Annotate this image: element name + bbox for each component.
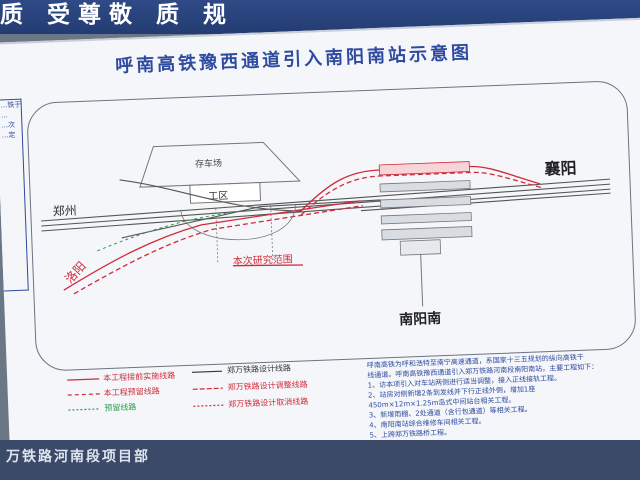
- footer-organization: 万铁路河南段项目部: [6, 449, 150, 465]
- station-platforms: [378, 161, 473, 307]
- project-notes: 呼南高铁为呼和浩特至南宁高速通道，系国家十三五规划的纵向高铁干 线通道。呼南高铁…: [367, 350, 640, 440]
- label-work-area: 工区: [208, 190, 229, 203]
- station-building: [399, 239, 442, 256]
- yard-curve: [180, 205, 297, 241]
- legend-samples: [67, 370, 224, 411]
- legend-item: 本工程预留线路: [103, 386, 160, 398]
- label-nanyangnan: 南阳南: [398, 310, 442, 329]
- station-leader-line: [420, 254, 424, 307]
- diagram-board: 呼南高铁豫西通道引入南阳南站示意图 ...铁于 ... ...次 ...定: [0, 17, 640, 465]
- bottom-banner: [0, 440, 640, 480]
- mainline-tracks: [41, 178, 611, 239]
- green-reserved-line: [97, 210, 241, 252]
- label-storage-yard: 存车场: [194, 159, 223, 171]
- legend-item: 预留线路: [104, 402, 137, 413]
- label-study-scope: 本次研究范围: [232, 254, 294, 268]
- label-zhengzhou: 郑州: [52, 203, 78, 219]
- study-boundary-lines: [215, 206, 274, 263]
- diagram-frame: [27, 81, 636, 371]
- label-xiangyang: 襄阳: [544, 158, 577, 179]
- red-project-lines: [63, 165, 543, 295]
- rail-map: [27, 81, 636, 411]
- storage-yard-outline: [139, 141, 301, 188]
- banner-slogan: 质 受尊敬 质 规: [0, 1, 235, 28]
